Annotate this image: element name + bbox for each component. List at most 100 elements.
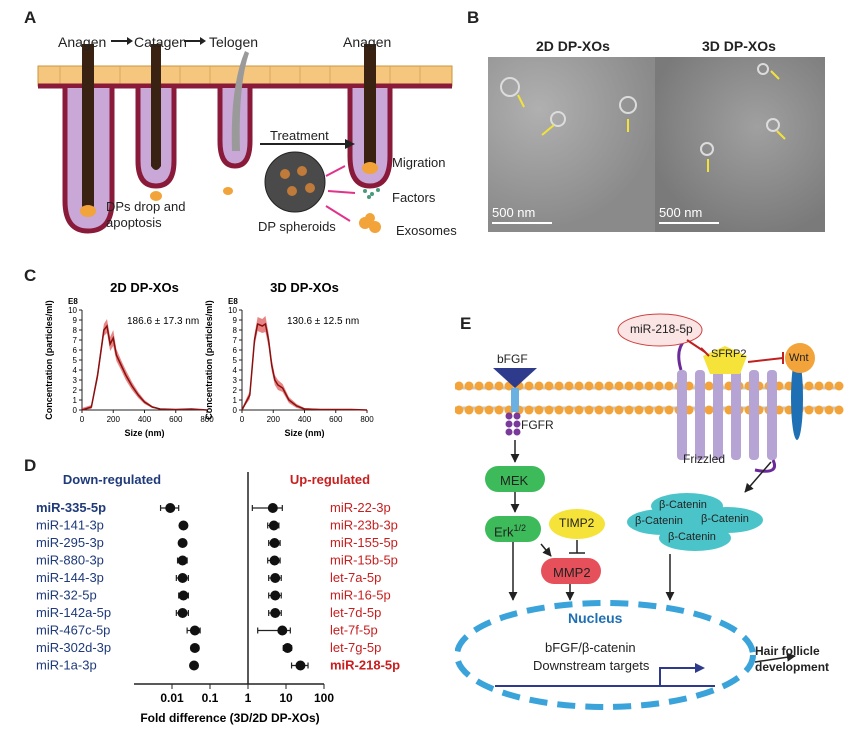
scale-bar-3d bbox=[659, 222, 719, 224]
x-tick-label: 10 bbox=[279, 691, 293, 705]
dp-spheroids-label: DP spheroids bbox=[258, 219, 336, 234]
dp-drop-label: DPs drop and apoptosis bbox=[106, 199, 186, 230]
lipid-head bbox=[704, 405, 714, 415]
bcat-label-4: β-Catenin bbox=[668, 531, 716, 543]
nta-curve bbox=[81, 324, 208, 411]
lipid-head bbox=[604, 405, 614, 415]
x-tick-label: 400 bbox=[298, 415, 312, 424]
data-point bbox=[270, 608, 281, 618]
em-particles-3d bbox=[700, 63, 786, 172]
wnt-label: Wnt bbox=[789, 352, 809, 364]
lipid-head bbox=[824, 381, 834, 391]
lipid-head bbox=[474, 381, 484, 391]
lipid-head bbox=[544, 405, 554, 415]
x-tick-label: 400 bbox=[138, 415, 152, 424]
lipid-head bbox=[574, 381, 584, 391]
output-factors: Factors bbox=[392, 190, 436, 205]
x-tick-label: 0 bbox=[240, 415, 245, 424]
lipid-head bbox=[634, 405, 644, 415]
nucleus-label: Nucleus bbox=[568, 610, 623, 626]
nta-error-band bbox=[82, 319, 207, 410]
lipid-head bbox=[524, 381, 534, 391]
lipid-head bbox=[834, 381, 844, 391]
up-regulated-title: Up-regulated bbox=[290, 472, 370, 487]
panel-d-label: D bbox=[24, 456, 37, 475]
x-tick-label: 600 bbox=[169, 415, 183, 424]
y-tick-label: 0 bbox=[73, 406, 78, 415]
mirna-label: miR-467c-5p bbox=[36, 623, 110, 638]
x-tick-label: 800 bbox=[360, 415, 374, 424]
y-tick-label: 8 bbox=[73, 326, 78, 335]
data-point bbox=[165, 503, 176, 513]
data-point bbox=[177, 538, 188, 548]
erk-label: Erk1/2 bbox=[494, 523, 526, 539]
lipid-head bbox=[584, 405, 594, 415]
lipid-head bbox=[804, 405, 814, 415]
lipid-head bbox=[824, 405, 834, 415]
lipid-head bbox=[494, 405, 504, 415]
panel-c-label: C bbox=[24, 266, 37, 285]
lipid-head bbox=[484, 405, 494, 415]
y-tick-label: 5 bbox=[233, 356, 238, 365]
x-tick-label: 100 bbox=[314, 691, 334, 705]
lipid-head bbox=[534, 405, 544, 415]
x-axis-label: Size (nm) bbox=[124, 428, 164, 438]
down-regulated-title: Down-regulated bbox=[63, 472, 161, 487]
x-tick-label: 200 bbox=[267, 415, 281, 424]
em-title-2d: 2D DP-XOs bbox=[536, 38, 610, 54]
lipid-head bbox=[464, 405, 474, 415]
data-point bbox=[269, 538, 280, 548]
frizzled-receptor bbox=[677, 370, 777, 460]
mirna-label: miR-141-3p bbox=[36, 518, 104, 533]
mirna-label: miR-302d-3p bbox=[36, 640, 111, 655]
mmp2-node bbox=[541, 558, 601, 584]
scale-bar-2d bbox=[492, 222, 552, 224]
x-tick-label: 0.1 bbox=[202, 691, 219, 705]
x-tick-label: 600 bbox=[329, 415, 343, 424]
bcat-label-2: β-Catenin bbox=[635, 515, 683, 527]
data-point bbox=[277, 625, 288, 636]
mirna-label: miR-295-3p bbox=[36, 535, 104, 550]
y-tick-label: 3 bbox=[233, 376, 238, 385]
lipid-head bbox=[564, 381, 574, 391]
pathway-diagram bbox=[455, 313, 844, 710]
y-axis-label: Concentration (particles/ml) bbox=[44, 300, 54, 420]
y-tick-label: 2 bbox=[233, 386, 238, 395]
y-tick-label: 3 bbox=[73, 376, 78, 385]
bcat-label-3: β-Catenin bbox=[701, 513, 749, 525]
y-tick-label: 8 bbox=[233, 326, 238, 335]
mirna-label: let-7g-5p bbox=[330, 640, 381, 655]
lipid-head bbox=[814, 381, 824, 391]
x-axis-label: Size (nm) bbox=[284, 428, 324, 438]
sfrp2-protein bbox=[703, 346, 747, 374]
lipid-head bbox=[564, 405, 574, 415]
lipid-head bbox=[644, 381, 654, 391]
lipid-head bbox=[834, 405, 844, 415]
wnt-ligand bbox=[785, 343, 815, 373]
y-tick-label: 10 bbox=[228, 306, 237, 315]
targets-label-2: Downstream targets bbox=[533, 658, 650, 673]
lipid-head bbox=[654, 381, 664, 391]
lipid-head bbox=[634, 381, 644, 391]
mirna-label: let-7f-5p bbox=[330, 623, 378, 638]
stage-telogen: Telogen bbox=[209, 34, 259, 50]
data-point bbox=[270, 573, 281, 583]
lipid-head bbox=[455, 381, 464, 391]
lipid-head bbox=[464, 381, 474, 391]
lipid-head bbox=[644, 405, 654, 415]
data-point bbox=[267, 503, 278, 513]
frizzled-label: Frizzled bbox=[683, 452, 726, 466]
y-tick-label: 1 bbox=[73, 396, 78, 405]
mmp2-label: MMP2 bbox=[553, 565, 591, 580]
mirna-label: miR-142a-5p bbox=[36, 605, 111, 620]
y-tick-label: 9 bbox=[73, 316, 78, 325]
bfgf-label: bFGF bbox=[497, 352, 528, 366]
lipid-head bbox=[544, 381, 554, 391]
data-point bbox=[177, 573, 188, 583]
lipid-head bbox=[534, 381, 544, 391]
y-axis-label: Concentration (particles/ml) bbox=[204, 300, 214, 420]
data-point bbox=[189, 625, 200, 636]
